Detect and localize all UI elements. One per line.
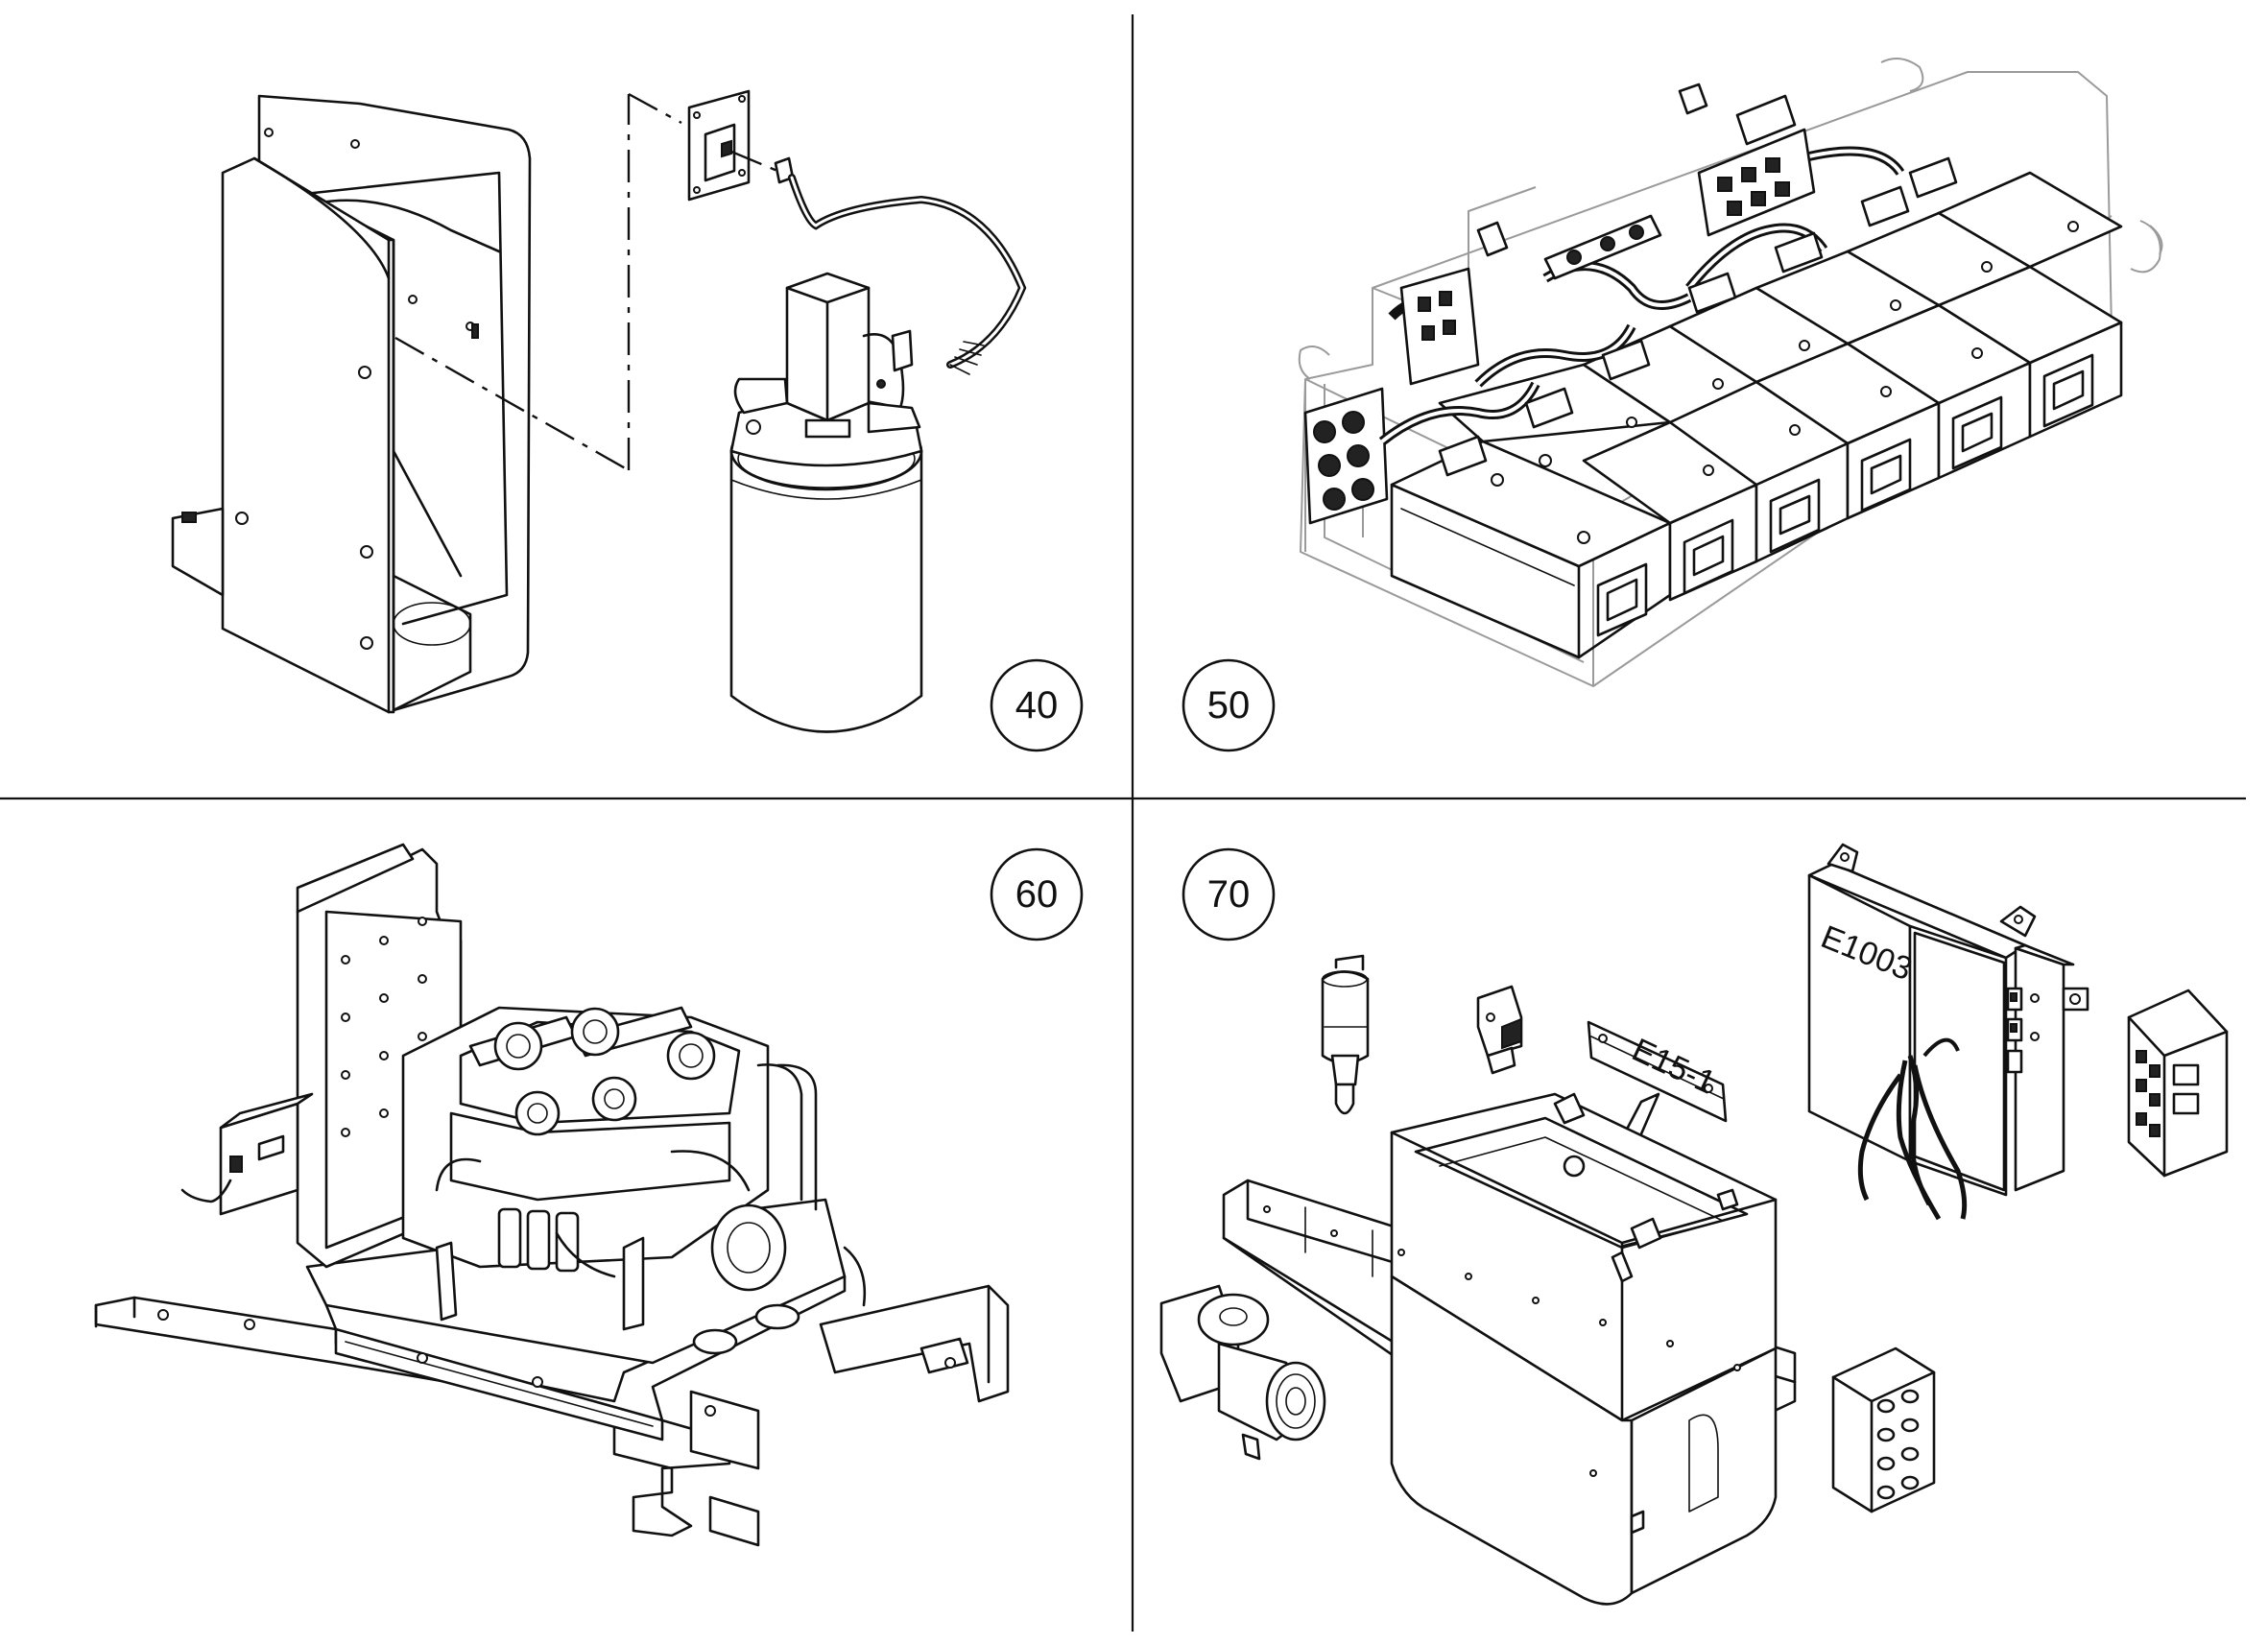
remote-control-panel <box>2127 989 2229 1178</box>
callout-50: 50 <box>1182 658 1276 752</box>
nameplate-e15-1: E15-1 <box>1587 1020 1728 1123</box>
terminal-junction-box <box>1831 1346 1936 1513</box>
install-path-dashed <box>394 92 682 472</box>
rack-side-hooks <box>1298 58 2163 380</box>
tank-assembly <box>729 272 923 733</box>
wire-harness <box>788 174 1027 375</box>
callout-60-label: 60 <box>1015 873 1059 916</box>
callout-60: 60 <box>990 847 1084 941</box>
callout-70-label: 70 <box>1207 873 1251 916</box>
quadrant-50: 50 <box>1182 58 2163 752</box>
terminal-plate <box>1303 387 1389 525</box>
pump-valve-part <box>1159 1284 1326 1461</box>
battery-row <box>1390 171 2123 659</box>
callout-70: 70 <box>1182 847 1276 941</box>
callout-40: 40 <box>990 658 1084 752</box>
engine-assembly <box>401 1006 867 1331</box>
bus-bar-blocks <box>1399 83 1958 477</box>
wall-mount-plate <box>687 89 795 202</box>
callout-50-label: 50 <box>1207 684 1251 727</box>
sight-glass-part <box>1321 954 1370 1115</box>
base-module-frame <box>1222 1092 1797 1606</box>
switch-part <box>1476 985 1523 1075</box>
quadrant-60: 60 <box>94 843 1084 1547</box>
quadrant-70: 70 E15-1 <box>1159 843 2229 1606</box>
callout-40-label: 40 <box>1015 684 1059 727</box>
quadrant-40: 40 <box>171 89 1084 752</box>
cabinet-enclosure-drawing <box>171 94 532 714</box>
control-box <box>180 1092 314 1216</box>
quadrant-dividers <box>0 14 2246 1632</box>
skid-frame <box>94 1198 1010 1547</box>
electrical-cabinet-e1003: E1003 <box>1807 843 2089 1221</box>
